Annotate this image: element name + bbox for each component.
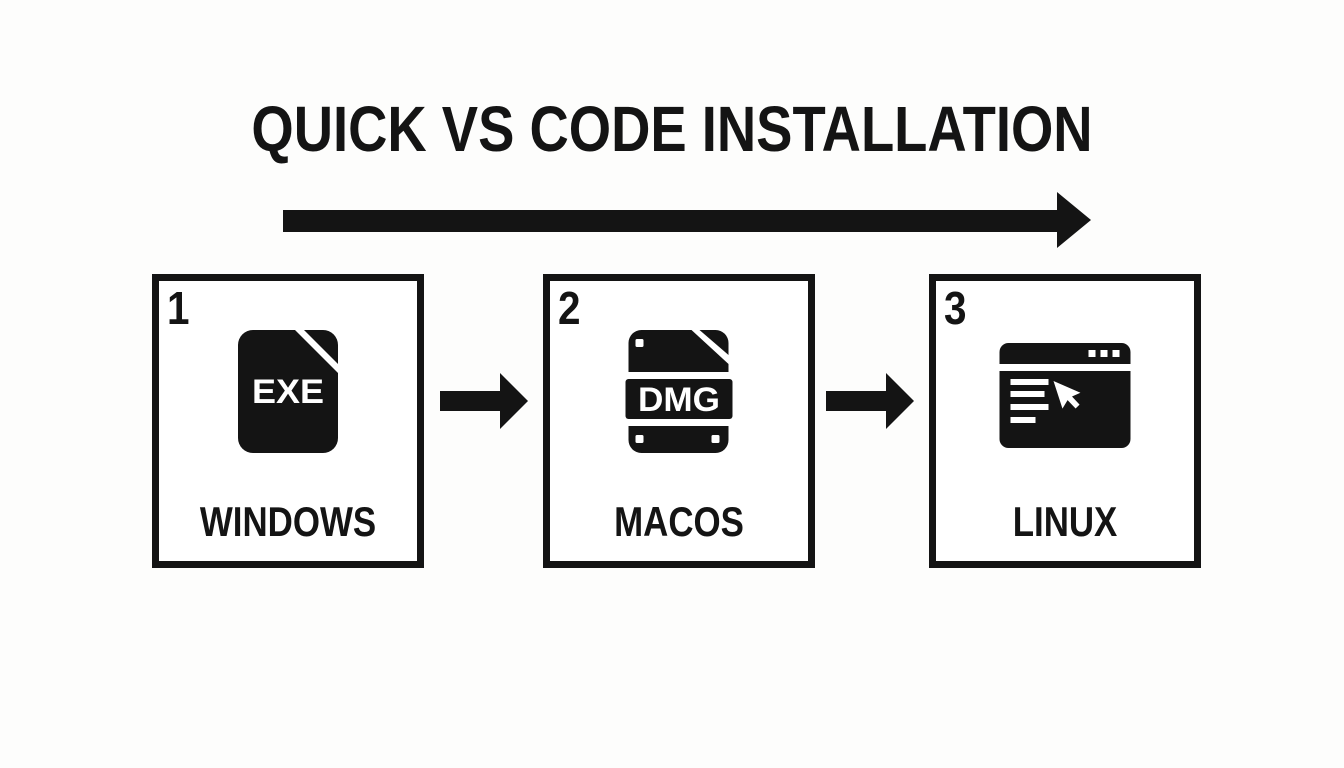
step-number: 1: [167, 282, 190, 334]
step-label: MACOS: [614, 498, 744, 545]
right-arrow-icon: [440, 373, 528, 429]
step-box-windows: 1 EXE WINDOWS: [152, 274, 424, 568]
step-box-linux: 3 LINUX: [929, 274, 1201, 568]
step-number: 2: [558, 282, 581, 334]
right-arrow-icon: [826, 373, 914, 429]
exe-file-icon: EXE: [238, 330, 338, 453]
step-label: WINDOWS: [199, 498, 377, 545]
step-box-macos: 2 DMG MACOS: [543, 274, 815, 568]
dmg-disk-image-icon: DMG: [625, 330, 733, 453]
step-number: 3: [944, 282, 967, 334]
flow-right-arrow-icon: [283, 192, 1091, 248]
page-title: QUICK VS CODE INSTALLATION: [251, 93, 1093, 165]
dmg-disk-image-icon-text: DMG: [638, 381, 720, 419]
step-label: LINUX: [1012, 498, 1118, 545]
mouse-cursor-icon: [1053, 381, 1081, 409]
app-window-cursor-icon: [999, 343, 1131, 448]
exe-file-icon-text: EXE: [252, 373, 324, 411]
